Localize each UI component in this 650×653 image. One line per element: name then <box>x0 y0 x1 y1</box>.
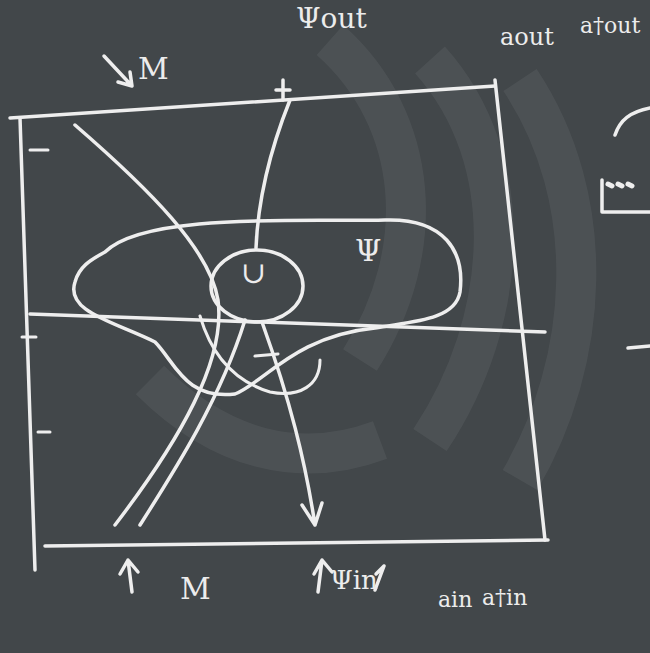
state-blob: Ψ∪ <box>65 212 465 402</box>
label-text: Ψin <box>330 565 378 595</box>
label-text: aout <box>500 23 554 51</box>
evolution-ellipse: ∪ <box>211 250 303 322</box>
node-text: Ψ <box>355 234 381 267</box>
world-line <box>75 125 219 525</box>
label-text: Ψout <box>296 2 367 35</box>
chalk-label: ain <box>438 588 472 612</box>
dots <box>608 184 632 186</box>
chalk-label: Ψout <box>296 4 367 35</box>
inner-curve <box>200 316 320 393</box>
middle-line <box>30 314 545 332</box>
partial-box <box>602 108 650 212</box>
tick-marks <box>22 150 50 432</box>
chalk-label: aout <box>500 24 554 50</box>
label-text: M <box>180 571 211 606</box>
label-text: M <box>138 51 169 86</box>
top-line <box>10 86 495 118</box>
label-text: a†out <box>580 13 640 38</box>
arrow <box>314 560 332 592</box>
dash <box>628 346 650 348</box>
tick <box>276 80 290 100</box>
arrow <box>120 560 138 592</box>
label-text: a†in <box>482 585 527 610</box>
left-line <box>20 118 35 570</box>
dash <box>255 354 278 356</box>
chalk-label: M <box>138 52 169 85</box>
world-line <box>256 100 290 248</box>
right-line <box>495 80 545 540</box>
outline <box>65 212 465 402</box>
arrow <box>104 56 132 86</box>
chalk-label: M <box>180 572 211 605</box>
chalk-label: Ψin <box>330 566 378 595</box>
world-line <box>140 320 245 525</box>
chalk-label: a†in <box>482 586 527 610</box>
label-text: ain <box>438 587 472 612</box>
world-line-arrow <box>262 322 322 525</box>
node-text: ∪ <box>241 256 266 289</box>
chalk-label: a†out <box>580 14 640 38</box>
bottom-line <box>45 540 548 546</box>
